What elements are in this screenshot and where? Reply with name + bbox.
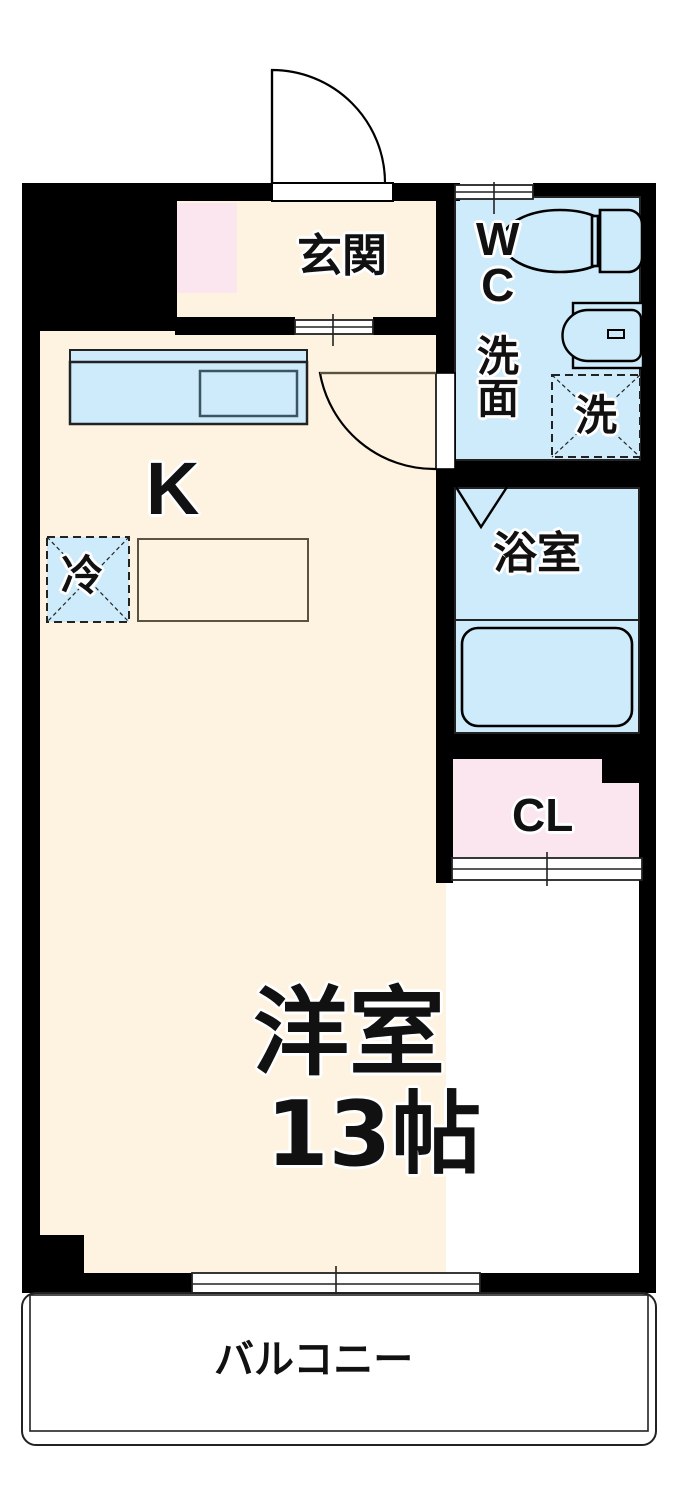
openings: [191, 68, 643, 1302]
label-senmen-line1: 洗: [477, 332, 520, 381]
wall-closet-notch: [602, 757, 642, 783]
balcony-window: [191, 1266, 481, 1302]
wc-fixtures: [500, 208, 645, 370]
bathroom-fixtures: [454, 486, 639, 728]
toilet-lever: [590, 214, 600, 268]
washroom-door: [318, 371, 456, 471]
wall-wc-bath-divider: [436, 460, 656, 488]
wall-entrance-bottom: [175, 317, 295, 335]
washbasin-bowl: [561, 308, 643, 363]
wall-room-closet-partition: [436, 758, 453, 883]
washer-x1: [551, 374, 641, 458]
label-senmen-line2: 面: [477, 374, 520, 423]
label-wc-line2: C: [481, 259, 515, 311]
label-balcony: バルコニー: [214, 1337, 414, 1383]
kitchen-entrance-sliding-door: [294, 314, 374, 346]
label-kitchen: K: [146, 447, 200, 530]
label-closet: CL: [512, 789, 574, 841]
label-washer: 洗: [575, 391, 618, 440]
kitchen-fixtures: [46, 349, 309, 623]
wall-bath-closet-divider: [436, 733, 656, 759]
wall-top-entrance-left: [177, 183, 272, 201]
kitchen-counter-backsplash: [69, 349, 308, 363]
bathroom-folding-door: [454, 486, 509, 530]
label-senmen: 洗 面: [477, 336, 519, 420]
label-genkan: 玄関: [297, 229, 388, 282]
kitchen-floor-zone: [137, 538, 309, 622]
wall-closet-bottom-left: [436, 858, 452, 883]
wall-room-bath-partition: [436, 473, 455, 758]
wall-top-left-block: [22, 183, 177, 331]
washbasin-faucet: [607, 329, 625, 339]
toilet-tank: [598, 208, 644, 274]
wall-left-outer: [22, 183, 40, 1273]
balcony-outline: [21, 1292, 657, 1446]
entry-door-panel: [271, 182, 394, 202]
washing-machine-space-group: [551, 374, 641, 458]
label-wc: W C: [476, 216, 519, 308]
walls: [22, 183, 656, 1293]
entry-door-swing-arc: [270, 68, 387, 184]
bathtub: [460, 626, 634, 728]
room-fill-shoe-closet: [177, 203, 237, 293]
kitchen-sink-basin: [198, 369, 299, 418]
refrigerator-x2: [46, 536, 130, 623]
outline-bath: [454, 487, 640, 734]
washer-x2: [551, 374, 641, 458]
closet-sliding-door: [451, 852, 643, 886]
label-room-size: 13帖: [266, 1082, 482, 1187]
wall-bottom-left-column: [22, 1235, 84, 1280]
label-bathroom: 浴室: [493, 528, 581, 579]
wall-top-wc: [533, 183, 655, 197]
label-wc-line1: W: [476, 213, 520, 265]
wc-sliding-door: [454, 182, 534, 214]
room-fills: [22, 190, 655, 1292]
room-fill-washitsu: [22, 330, 446, 1292]
wall-entrance-bottom-2: [373, 317, 446, 335]
label-refrigerator: 冷: [61, 551, 104, 600]
label-room-name: 洋室: [253, 977, 445, 1089]
